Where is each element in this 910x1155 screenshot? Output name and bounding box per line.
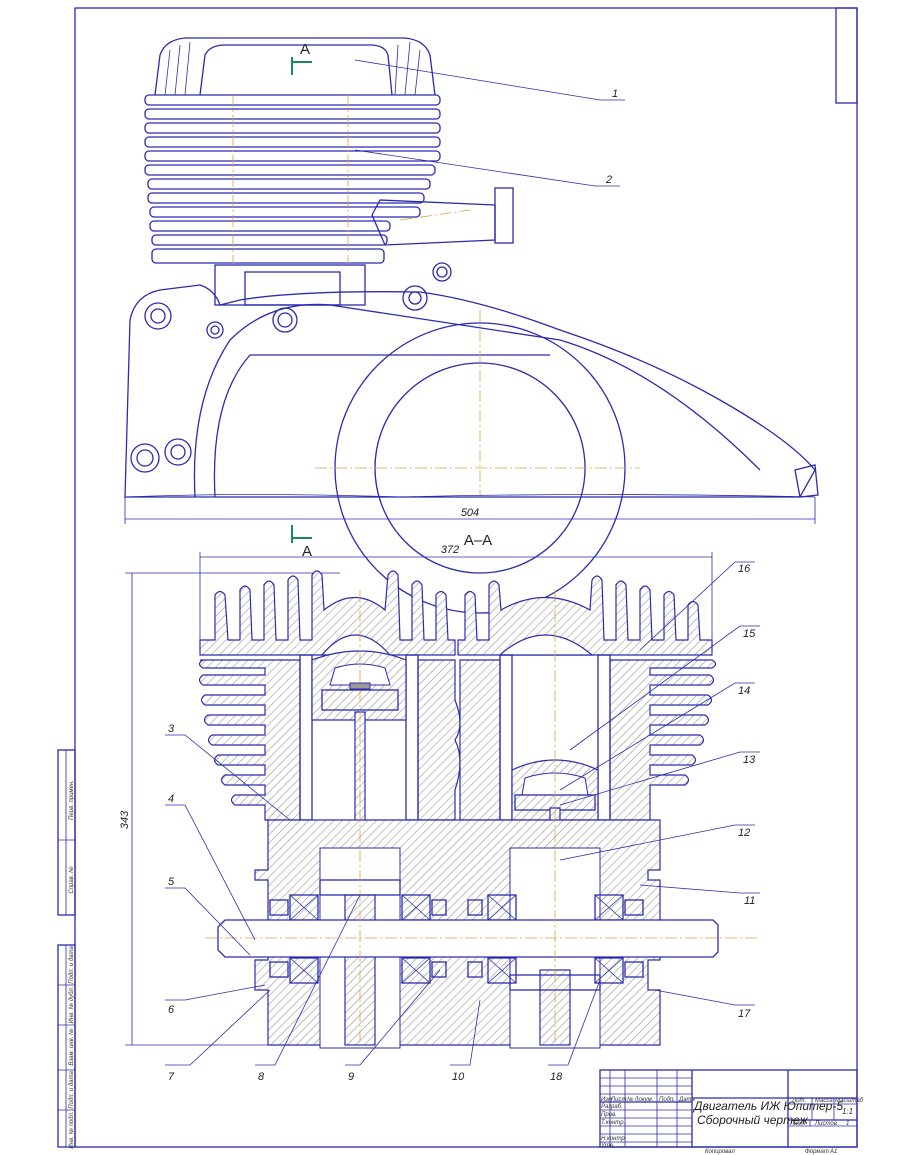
drawing-subtitle: Сборочный чертеж <box>697 1113 809 1127</box>
side-stamp: Перв. примен. Справ. № Подп. и дата Инв.… <box>57 749 76 1149</box>
part-label: 10 <box>452 1071 465 1083</box>
stamp-label: Инв. № дубл. <box>68 987 75 1024</box>
dimension-height: 343 <box>119 810 131 829</box>
title-block: Изм Лист № докум. Подп. Дата Разраб. Про… <box>599 1069 864 1155</box>
part-label: 8 <box>258 1071 265 1083</box>
part-label: 9 <box>348 1071 354 1083</box>
format-value: А1 <box>829 1149 837 1155</box>
part-label: 12 <box>738 827 750 839</box>
part-label: 1 <box>612 88 618 100</box>
stamp-label: Перв. примен. <box>69 780 75 820</box>
stamp-label: Подп. и дата <box>69 1071 75 1109</box>
sheets-count: 1 <box>846 1121 849 1127</box>
header-izm: Изм <box>601 1097 612 1103</box>
part-label: 14 <box>738 685 750 697</box>
section-view-a-a: A–A 372 343 <box>119 532 760 1049</box>
scale-value: 1:1 <box>842 1107 853 1116</box>
part-label: 17 <box>738 1008 751 1020</box>
section-marker-top: A <box>300 41 310 58</box>
copied-label: Копировал <box>705 1149 735 1155</box>
drawing-title: Двигатель ИЖ Юпитер-5 <box>692 1099 843 1113</box>
role-label: Разраб. <box>601 1104 623 1110</box>
part-label: 5 <box>168 876 175 888</box>
sheets-label: Листов <box>814 1121 837 1127</box>
stamp-label: Взам. инв. № <box>68 1028 75 1066</box>
lit-label: Лит. <box>791 1098 806 1104</box>
part-leaders: 1 2 3 4 5 6 7 8 9 10 11 12 13 14 15 16 1… <box>165 59 760 1083</box>
dimension-overall-length: 504 <box>461 507 479 519</box>
part-label: 6 <box>168 1004 175 1016</box>
sheet-label: Лист <box>789 1121 805 1127</box>
part-label: 3 <box>168 723 175 735</box>
header-doc-no: № докум. <box>627 1096 653 1103</box>
stamp-label: Инв. № подл. <box>68 1111 75 1148</box>
stamp-label: Справ. № <box>68 866 75 894</box>
role-label: Утв. <box>600 1143 615 1149</box>
part-label: 15 <box>743 628 756 640</box>
part-label: 7 <box>168 1071 175 1083</box>
header-sign: Подп. <box>659 1097 675 1103</box>
part-label: 11 <box>744 895 755 907</box>
part-label: 13 <box>743 754 756 766</box>
drawing-frame <box>74 7 858 1148</box>
header-date: Дата <box>678 1097 695 1103</box>
part-label: 18 <box>550 1071 563 1083</box>
role-label: Пров. <box>601 1112 617 1118</box>
part-label: 2 <box>605 174 612 186</box>
dimension-cylinder-width: 372 <box>441 544 459 556</box>
role-label: Н.контр. <box>601 1136 626 1142</box>
section-title: A–A <box>464 532 492 549</box>
part-label: 4 <box>168 793 174 805</box>
section-marker-bottom: A <box>302 543 312 560</box>
bolt-holes <box>130 262 452 473</box>
part-label: 16 <box>738 563 751 575</box>
scale-label: Масштаб <box>835 1098 864 1104</box>
role-label: Т.контр. <box>601 1120 625 1126</box>
engine-side-view: 504 A A <box>124 37 819 614</box>
stamp-label: Подп. и дата <box>69 946 75 984</box>
header-list: Лист <box>610 1097 626 1103</box>
mass-label: Масса <box>815 1098 833 1104</box>
format-label: Формат <box>805 1149 829 1155</box>
